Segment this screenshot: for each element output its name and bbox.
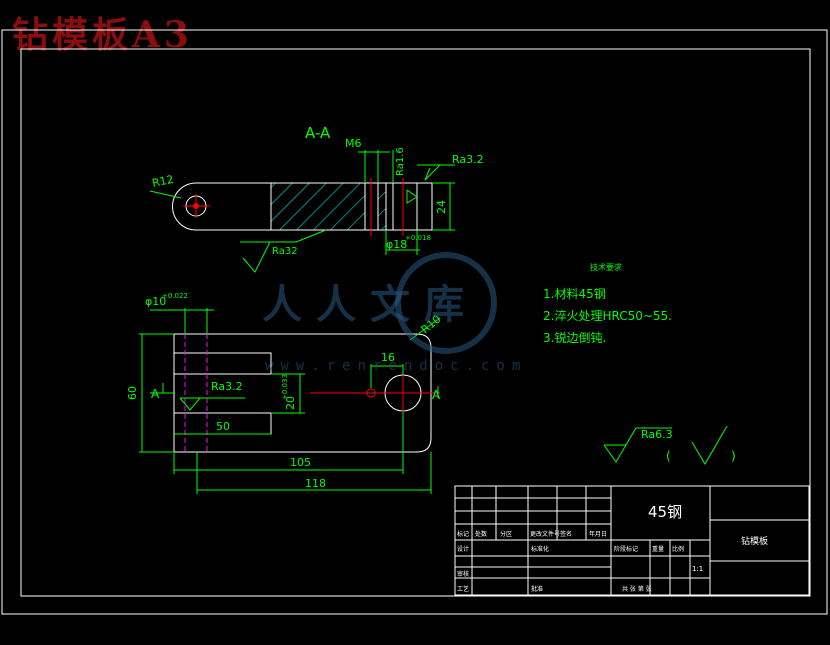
plan-dims [139, 308, 441, 494]
section-label: A-A [305, 124, 331, 142]
dim-16: 16 [381, 351, 395, 364]
inner-frame [20, 48, 811, 597]
tb-label-sign: 签名 [560, 530, 572, 538]
dim-50: 50 [216, 420, 230, 433]
dim-105: 105 [290, 456, 311, 469]
dim-ra32-plan: Ra3.2 [211, 380, 243, 393]
tb-scale: 1:1 [692, 565, 703, 573]
tb-material: 45钢 [648, 503, 682, 521]
note-1: 1.材料45钢 [543, 287, 606, 301]
tb-designer: 设计 [457, 545, 469, 553]
dim-tol022: +0.022 [162, 292, 188, 300]
section-hatch [270, 182, 366, 231]
watermark-text: 人人文库 [262, 281, 478, 328]
note-3: 3.锐边倒钝. [543, 331, 606, 345]
note-2: 2.淬火处理HRC50~55. [543, 308, 672, 323]
dim-ra16: Ra1.6 [395, 147, 406, 176]
tb-part-name: 钻模板 [741, 535, 768, 547]
outer-frame [1, 29, 828, 615]
tb-review: 审核 [457, 570, 469, 578]
dim-m6: M6 [345, 137, 362, 150]
section-mark-a-right: A [432, 388, 441, 402]
notes-heading: 技术要求 [590, 262, 622, 272]
section-mark-a-left: A [151, 387, 160, 401]
dim-60: 60 [126, 386, 139, 400]
dim-ra32-lower: Ra32 [272, 246, 298, 257]
paren-open: ( [666, 449, 671, 463]
dim-phi10: φ10 [145, 295, 166, 308]
tb-standard: 标准化 [531, 545, 549, 553]
section-outline [172, 182, 433, 231]
dim-20: 20 [284, 396, 297, 410]
dim-118: 118 [305, 477, 326, 490]
tb-label-count: 处数 [475, 530, 487, 538]
plan-outline [173, 333, 432, 453]
tb-label-mark: 标记 [457, 530, 469, 538]
dim-24: 24 [435, 200, 448, 214]
general-ra63: Ra6.3 [641, 428, 673, 441]
dim-ra32-top: Ra3.2 [452, 153, 484, 166]
tb-label-date: 年月日 [589, 530, 607, 538]
dim-tol018: +0.018 [405, 234, 431, 242]
hidden-lines [184, 334, 208, 452]
watermark-url: www.renrendoc.com [265, 358, 528, 374]
section-dims [149, 150, 455, 273]
tb-approve: 批准 [531, 585, 543, 593]
tb-label-zone: 分区 [500, 530, 512, 538]
dim-phi18: φ18 [386, 238, 407, 251]
tb-stage: 阶段标记 [614, 545, 638, 553]
section-view: A-A [172, 124, 433, 236]
tb-ratio: 比例 [672, 545, 684, 553]
tb-sheet: 共 张 第 张 [622, 585, 652, 593]
dim-r12: R12 [151, 173, 175, 190]
general-roughness [603, 425, 728, 465]
section-hatch-2 [378, 183, 386, 230]
paren-close: ) [731, 449, 736, 463]
title-block [454, 485, 810, 596]
dim-tol033: +0.033 [281, 374, 289, 400]
tb-label-change: 更改文件号 [530, 530, 560, 538]
watermark-logo [395, 252, 497, 354]
tb-process: 工艺 [457, 585, 469, 593]
tb-weight: 重量 [652, 545, 664, 553]
